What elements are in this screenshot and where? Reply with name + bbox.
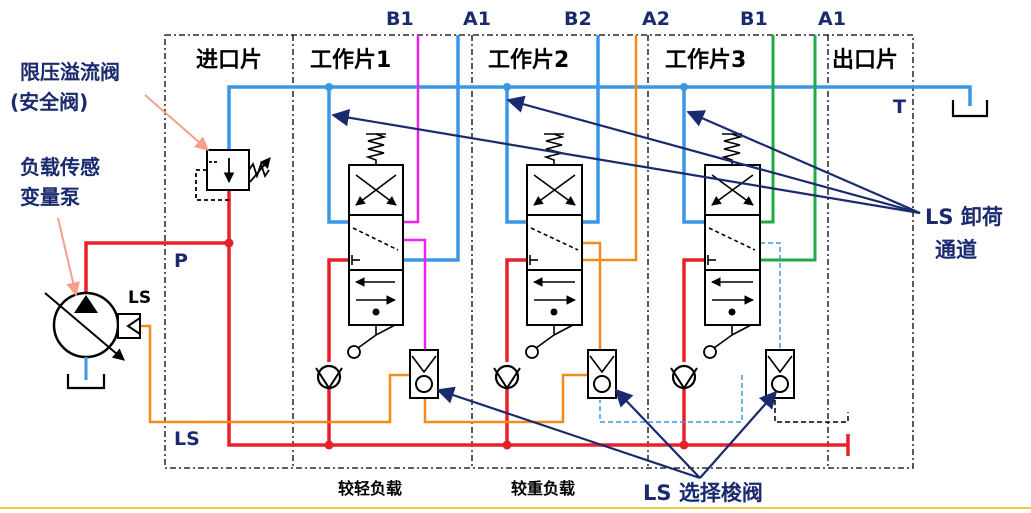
section-borders bbox=[164, 34, 914, 469]
section-outlet: 出口片 bbox=[832, 48, 899, 73]
ls-unload-channel-label-line2: 通道 bbox=[935, 238, 977, 262]
heavy-load-label: 较重负载 bbox=[511, 479, 576, 498]
pressure-line bbox=[84, 190, 850, 456]
pump-label-line1: 负载传感 bbox=[20, 155, 100, 179]
ls-unload-arrows bbox=[331, 95, 921, 480]
ls-line bbox=[140, 324, 590, 424]
port-label-b1-3: B1 bbox=[740, 8, 768, 30]
ls-unload-channel-label-line1: LS 卸荷 bbox=[925, 205, 1003, 229]
pump-label-line2: 变量泵 bbox=[20, 185, 80, 209]
work-port-green-3 bbox=[760, 35, 817, 262]
tank-line bbox=[227, 35, 972, 262]
annotation-leaders bbox=[57, 94, 210, 297]
port-label-b2: B2 bbox=[564, 8, 592, 30]
port-label-b1-1: B1 bbox=[386, 8, 414, 30]
ls-shuttle-valve-label: LS 选择梭阀 bbox=[643, 481, 763, 505]
light-load-label: 较轻负载 bbox=[338, 479, 403, 498]
section-work-3: 工作片3 bbox=[665, 48, 747, 73]
section-work-1: 工作片1 bbox=[310, 48, 392, 73]
relief-valve bbox=[206, 149, 250, 191]
port-label-a1-3: A1 bbox=[818, 8, 846, 30]
pump-ls-label: LS bbox=[128, 288, 152, 308]
section-work-2: 工作片2 bbox=[488, 48, 570, 73]
tank-symbol bbox=[951, 100, 989, 118]
port-label-a2: A2 bbox=[642, 8, 670, 30]
section-inlet: 进口片 bbox=[196, 48, 263, 73]
port-label-a1-1: A1 bbox=[463, 8, 491, 30]
relief-valve-label: 限压溢流阀 bbox=[20, 60, 120, 84]
valve-spools bbox=[348, 164, 761, 326]
ls-bottom-label: LS bbox=[174, 428, 200, 450]
shuttle-valves bbox=[409, 349, 795, 399]
safety-valve-label: (安全阀) bbox=[10, 90, 89, 114]
check-valves bbox=[316, 364, 697, 390]
tank-port-label: T bbox=[893, 96, 906, 118]
pressure-port-label: P bbox=[174, 250, 188, 272]
